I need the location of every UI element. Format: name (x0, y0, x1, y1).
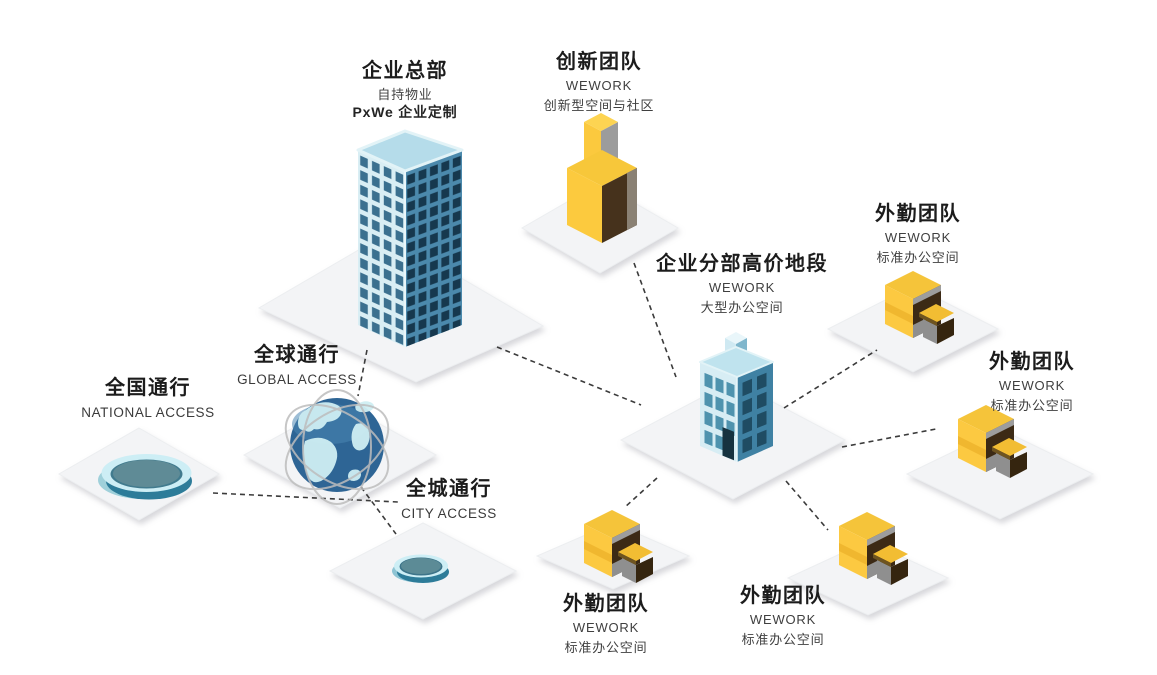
branch-left-windows (704, 372, 735, 461)
connector-innovation-branch (633, 262, 677, 378)
national-access-disc (98, 454, 192, 500)
connector-branch-field2 (841, 428, 937, 448)
globe-orbit-rings (284, 389, 390, 505)
branch-building (699, 332, 774, 462)
connector-branch-field3 (785, 480, 829, 531)
connector-branch-field4 (623, 477, 658, 509)
branch-right-windows (742, 372, 767, 454)
connector-hq-branch (496, 346, 642, 406)
hq-building (356, 129, 464, 347)
connector-globe-city (360, 486, 397, 535)
city-access-disc (392, 554, 449, 583)
connector-globe-hq (357, 349, 368, 397)
innovation-building (567, 113, 637, 243)
connectors (212, 262, 937, 535)
connector-national-globe (212, 492, 399, 503)
globe-continents (298, 401, 375, 483)
global-access-globe (284, 389, 390, 505)
platforms (57, 182, 1095, 620)
connector-branch-field1 (783, 349, 878, 409)
platform-field-right (905, 428, 1095, 520)
